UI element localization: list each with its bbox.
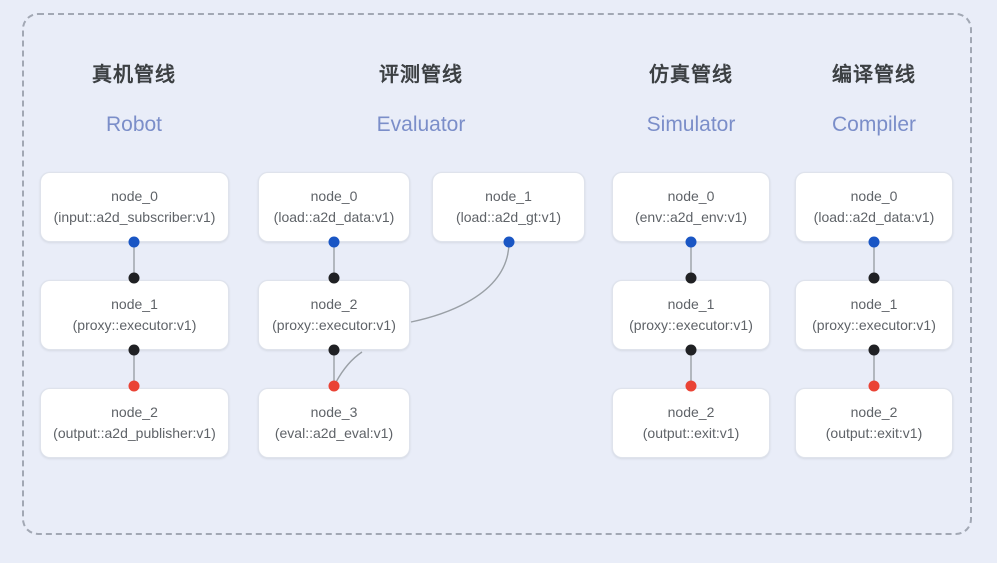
node-id: node_2 xyxy=(850,404,898,420)
node-id: node_2 xyxy=(667,404,715,420)
node-kind: (eval::a2d_eval:v1) xyxy=(274,425,394,441)
node-kind: (proxy::executor:v1) xyxy=(812,317,936,333)
node-kind: (load::a2d_gt:v1) xyxy=(455,209,562,225)
node-robot-2[interactable]: node_2 (output::a2d_publisher:v1) xyxy=(40,388,229,458)
pipeline-group-frame xyxy=(22,13,972,535)
node-compiler-2[interactable]: node_2 (output::exit:v1) xyxy=(795,388,953,458)
node-id: node_1 xyxy=(667,296,715,312)
port-output-compiler-1[interactable] xyxy=(868,344,880,356)
node-simulator-1[interactable]: node_1 (proxy::executor:v1) xyxy=(612,280,770,350)
node-simulator-0[interactable]: node_0 (env::a2d_env:v1) xyxy=(612,172,770,242)
node-robot-1[interactable]: node_1 (proxy::executor:v1) xyxy=(40,280,229,350)
port-input-simulator-1[interactable] xyxy=(685,272,697,284)
port-input-simulator-2[interactable] xyxy=(685,380,697,392)
port-output-robot-1[interactable] xyxy=(128,344,140,356)
node-kind: (output::exit:v1) xyxy=(642,425,740,441)
port-output-simulator-1[interactable] xyxy=(685,344,697,356)
node-compiler-0[interactable]: node_0 (load::a2d_data:v1) xyxy=(795,172,953,242)
port-output-evaluator-2[interactable] xyxy=(328,344,340,356)
node-id: node_0 xyxy=(850,188,898,204)
node-kind: (proxy::executor:v1) xyxy=(72,317,197,333)
node-id: node_2 xyxy=(111,404,158,420)
port-input-robot-2[interactable] xyxy=(128,380,140,392)
node-evaluator-0[interactable]: node_0 (load::a2d_data:v1) xyxy=(258,172,410,242)
node-kind: (load::a2d_data:v1) xyxy=(273,209,395,225)
port-input-compiler-2[interactable] xyxy=(868,380,880,392)
node-kind: (input::a2d_subscriber:v1) xyxy=(53,209,216,225)
node-kind: (load::a2d_data:v1) xyxy=(813,209,935,225)
node-robot-0[interactable]: node_0 (input::a2d_subscriber:v1) xyxy=(40,172,229,242)
node-id: node_0 xyxy=(310,188,358,204)
node-kind: (proxy::executor:v1) xyxy=(629,317,753,333)
node-evaluator-2[interactable]: node_2 (proxy::executor:v1) xyxy=(258,280,410,350)
node-evaluator-1[interactable]: node_1 (load::a2d_gt:v1) xyxy=(432,172,585,242)
node-kind: (output::exit:v1) xyxy=(825,425,923,441)
node-id: node_1 xyxy=(850,296,898,312)
node-id: node_3 xyxy=(310,404,358,420)
port-output-evaluator-0[interactable] xyxy=(328,236,340,248)
port-input-evaluator-3[interactable] xyxy=(328,380,340,392)
node-kind: (proxy::executor:v1) xyxy=(272,317,396,333)
node-compiler-1[interactable]: node_1 (proxy::executor:v1) xyxy=(795,280,953,350)
node-kind: (output::a2d_publisher:v1) xyxy=(53,425,216,441)
port-input-compiler-1[interactable] xyxy=(868,272,880,284)
port-input-evaluator-2[interactable] xyxy=(328,272,340,284)
port-output-evaluator-1[interactable] xyxy=(503,236,515,248)
node-simulator-2[interactable]: node_2 (output::exit:v1) xyxy=(612,388,770,458)
port-output-compiler-0[interactable] xyxy=(868,236,880,248)
port-input-robot-1[interactable] xyxy=(128,272,140,284)
node-evaluator-3[interactable]: node_3 (eval::a2d_eval:v1) xyxy=(258,388,410,458)
node-id: node_1 xyxy=(485,188,532,204)
node-id: node_2 xyxy=(310,296,358,312)
port-output-robot-0[interactable] xyxy=(128,236,140,248)
node-id: node_1 xyxy=(111,296,158,312)
node-kind: (env::a2d_env:v1) xyxy=(634,209,748,225)
node-id: node_0 xyxy=(667,188,715,204)
port-output-simulator-0[interactable] xyxy=(685,236,697,248)
node-id: node_0 xyxy=(111,188,158,204)
